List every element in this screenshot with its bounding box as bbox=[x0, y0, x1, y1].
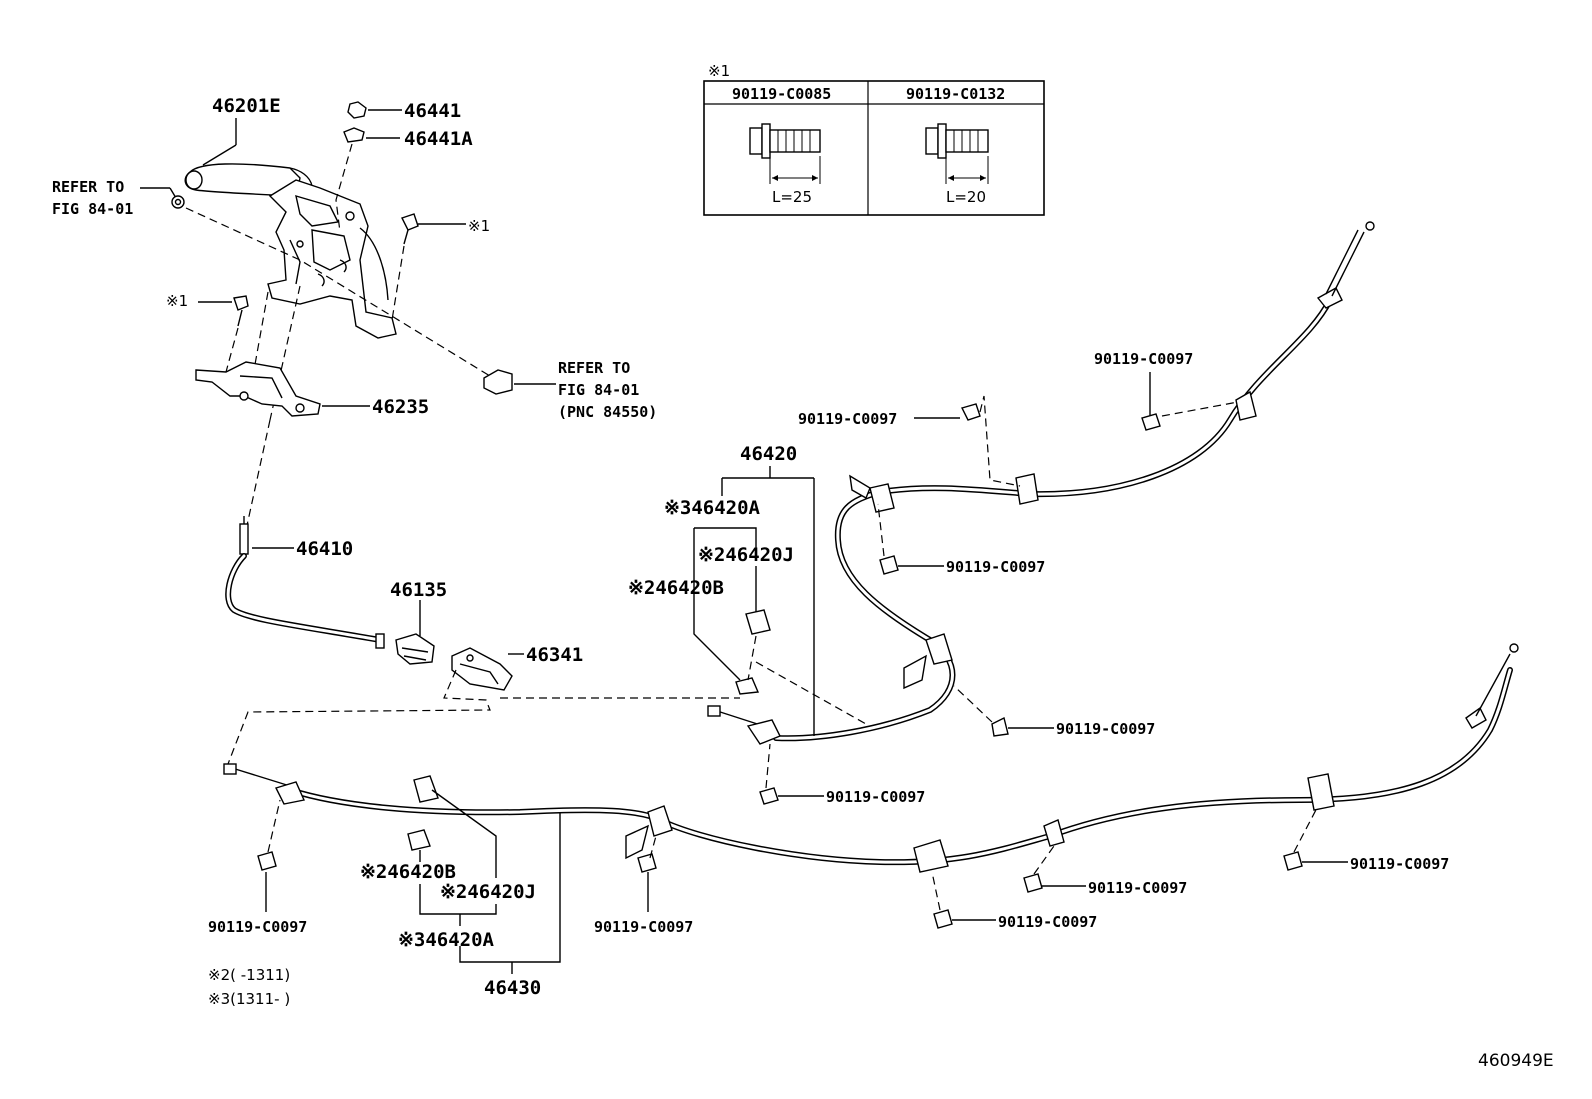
label-bolt-note-top: ※1 bbox=[468, 217, 490, 235]
label-bolt-note-left: ※1 bbox=[166, 292, 188, 310]
ref2-line1: REFER TO bbox=[558, 359, 630, 377]
knob-cap-icon bbox=[343, 101, 367, 143]
bolt-table: ※1 90119-C0085 90119-C0132 L=25 bbox=[703, 62, 1045, 216]
label-rh-clamp-j: ※246420J bbox=[698, 544, 794, 566]
rh-clamp-icons bbox=[735, 609, 771, 695]
label-bolt-rh-1: 90119-C0097 bbox=[798, 410, 897, 428]
label-bolt-lh-4: 90119-C0097 bbox=[998, 913, 1097, 931]
ref1-line1: REFER TO bbox=[52, 178, 124, 196]
label-bracket: 46235 bbox=[372, 396, 429, 418]
bolt-note-icon bbox=[401, 213, 419, 245]
front-cable bbox=[225, 516, 385, 649]
lever-bracket bbox=[195, 361, 321, 417]
ref1-line2: FIG 84-01 bbox=[52, 200, 133, 218]
label-lh-cable: 46430 bbox=[484, 977, 541, 999]
label-lh-clamp-j: ※246420J bbox=[440, 881, 536, 903]
label-bolt-rh-2: 90119-C0097 bbox=[1094, 350, 1193, 368]
ref2-line2: FIG 84-01 bbox=[558, 381, 639, 399]
bolt-table-mark: ※1 bbox=[708, 62, 730, 80]
rh-cable bbox=[707, 221, 1375, 745]
bolt-long-icon bbox=[749, 123, 821, 184]
bolt-note-left-icon bbox=[233, 295, 249, 327]
label-equalizer-yoke: 46341 bbox=[526, 644, 583, 666]
clip-icon bbox=[483, 369, 513, 395]
label-bolt-rh-5: 90119-C0097 bbox=[826, 788, 925, 806]
bolt-table-part-2: 90119-C0132 bbox=[906, 85, 1005, 103]
footnote-2: ※2( -1311) bbox=[208, 966, 290, 984]
bolt-short-icon bbox=[925, 123, 989, 184]
label-bolt-lh-5: 90119-C0097 bbox=[1350, 855, 1449, 873]
label-bolt-rh-3: 90119-C0097 bbox=[946, 558, 1045, 576]
lh-cable bbox=[223, 643, 1519, 873]
grommet-icon bbox=[171, 195, 185, 209]
label-knob-cap-a: 46441A bbox=[404, 128, 473, 150]
label-bolt-rh-4: 90119-C0097 bbox=[1056, 720, 1155, 738]
label-lh-cable-a: ※346420A bbox=[398, 929, 495, 951]
parking-brake-lever bbox=[184, 163, 397, 339]
footnote-3: ※3(1311- ) bbox=[208, 990, 290, 1008]
bolt-table-length-1: L=25 bbox=[772, 188, 812, 206]
label-knob-cap: 46441 bbox=[404, 100, 461, 122]
label-lever: 46201E bbox=[212, 95, 281, 117]
equalizer-yoke bbox=[451, 647, 513, 691]
bolt-table-length-2: L=20 bbox=[946, 188, 986, 206]
bolt-table-part-1: 90119-C0085 bbox=[732, 85, 831, 103]
label-bolt-lh-2: 90119-C0097 bbox=[594, 918, 693, 936]
bolt-icons-lh bbox=[257, 851, 1303, 929]
label-rh-clamp-b: ※246420B bbox=[628, 577, 724, 599]
figure-id: 460949E bbox=[1478, 1051, 1554, 1071]
label-equalizer: 46135 bbox=[390, 579, 447, 601]
ref2-line3: (PNC 84550) bbox=[558, 403, 657, 421]
label-bolt-lh-3: 90119-C0097 bbox=[1088, 879, 1187, 897]
label-rh-cable: 46420 bbox=[740, 443, 797, 465]
label-rh-cable-a: ※346420A bbox=[664, 497, 761, 519]
label-lh-clamp-b: ※246420B bbox=[360, 861, 456, 883]
equalizer bbox=[395, 633, 435, 665]
label-bolt-lh-1: 90119-C0097 bbox=[208, 918, 307, 936]
label-front-cable: 46410 bbox=[296, 538, 353, 560]
lh-clamp-icons bbox=[407, 775, 439, 851]
bolt-icons-rh bbox=[759, 403, 1161, 805]
